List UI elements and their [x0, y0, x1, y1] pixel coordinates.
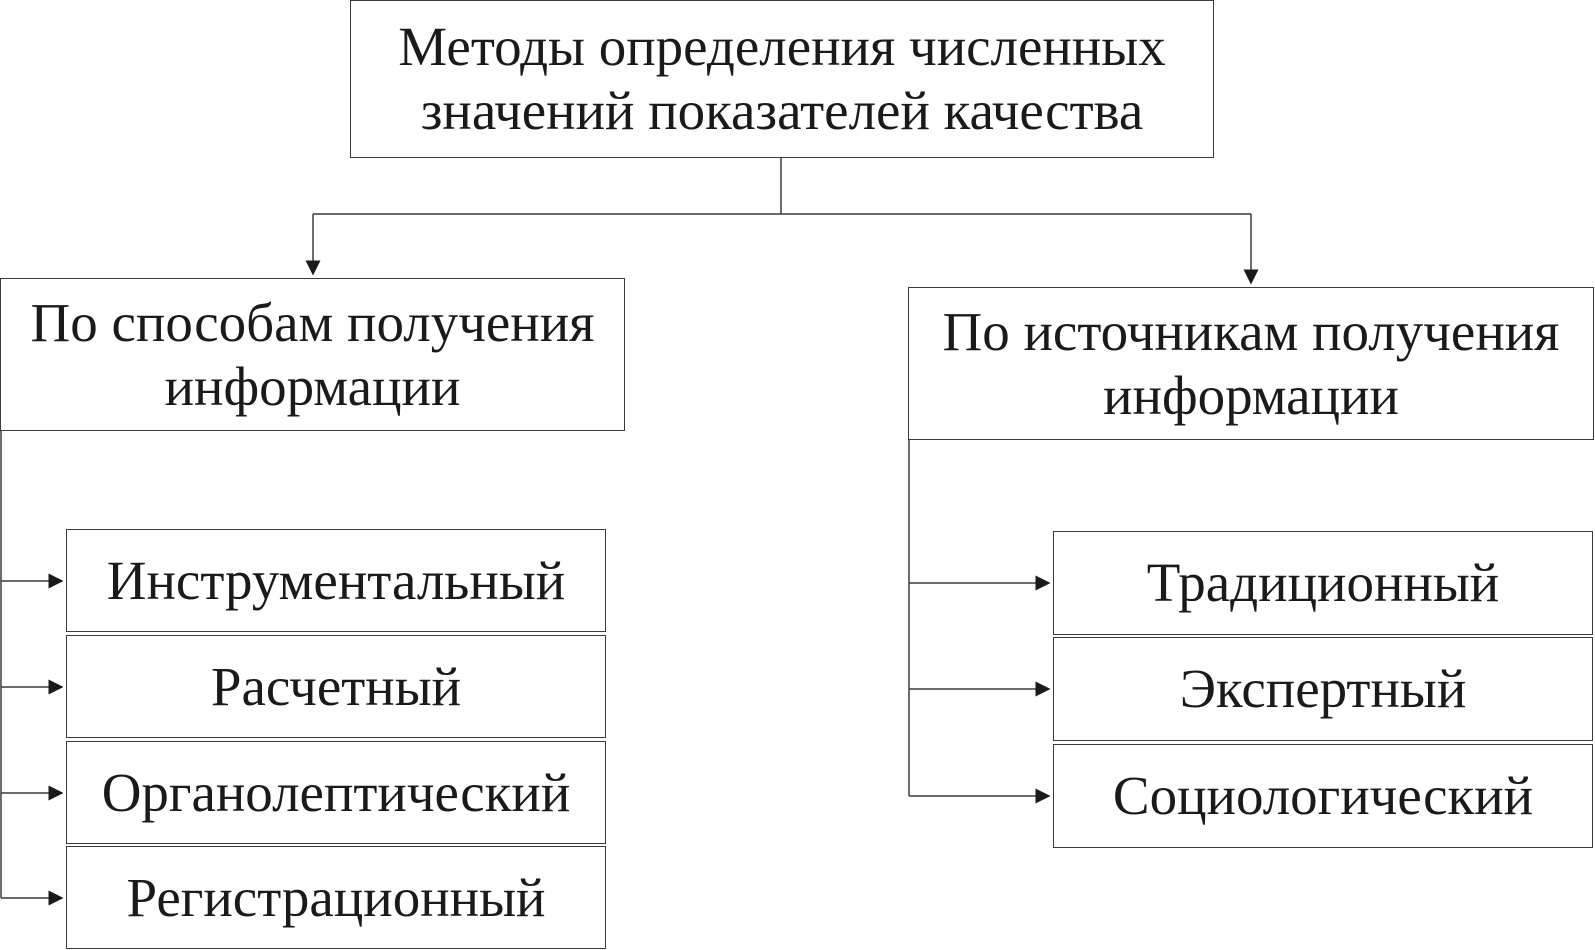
category-title-line-1: По способам получения [30, 291, 595, 353]
category-acquisition-method: По способам получения информации [0, 278, 625, 431]
category-title-line-2: информации [1103, 364, 1399, 426]
method-label: Социологический [1112, 765, 1534, 826]
method-node: Органолептический [66, 741, 606, 844]
method-node: Инструментальный [66, 529, 606, 632]
method-label: Регистрационный [126, 866, 546, 928]
method-node: Социологический [1053, 744, 1593, 848]
method-node: Экспертный [1053, 637, 1593, 741]
method-node: Расчетный [66, 635, 606, 738]
method-label: Экспертный [1179, 658, 1467, 719]
category-title-line-1: По источникам получения [942, 300, 1560, 362]
method-node: Регистрационный [66, 846, 606, 949]
method-label: Инструментальный [106, 549, 566, 611]
method-node: Традиционный [1053, 531, 1593, 635]
root-title-line-2: значений показателей качества [420, 80, 1144, 141]
root-node: Методы определения численных значений по… [350, 0, 1214, 158]
method-label: Расчетный [210, 655, 462, 717]
method-label: Органолептический [101, 761, 571, 823]
root-title-line-1: Методы определения численных [398, 16, 1166, 77]
category-information-source: По источникам получения информации [908, 287, 1594, 440]
category-title-line-2: информации [164, 355, 461, 417]
method-label: Традиционный [1146, 552, 1500, 613]
